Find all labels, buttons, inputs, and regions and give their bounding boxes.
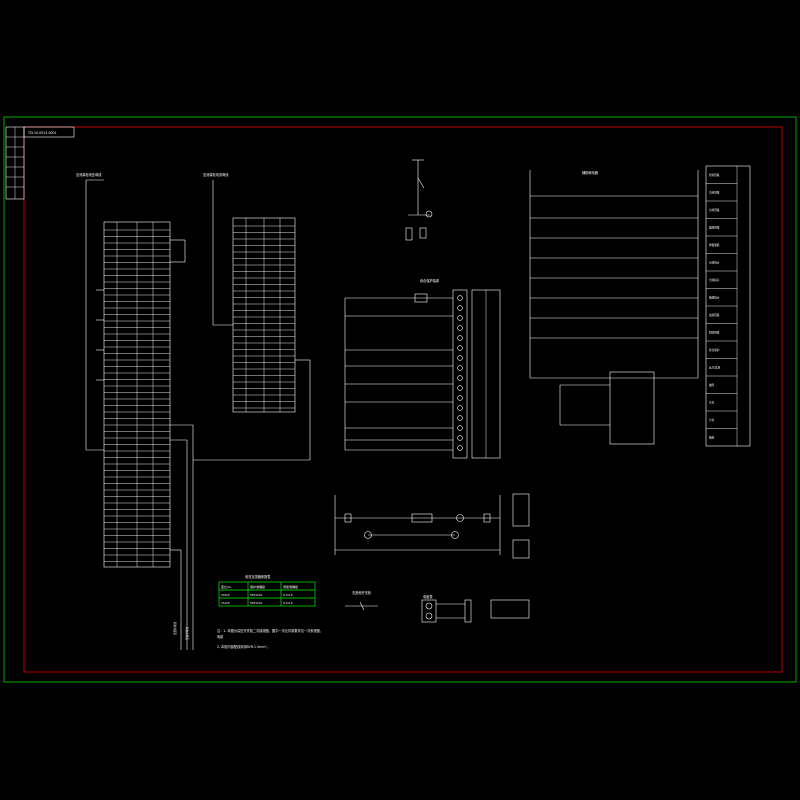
terminal-point [457,365,463,371]
terminal-point [457,385,463,391]
outer-border [3,116,797,683]
note-line2: 2. 本柜内部配线采用BVR-1.5mm²。 [217,644,270,649]
left-panel-rows [104,229,170,562]
left-panel-caption: 至测量柜电压母线 [76,172,102,177]
terminal-point [457,335,463,341]
right-column-label: 加热回路 [709,313,720,317]
terminal-point [457,435,463,441]
svg-text:至信号母线: 至信号母线 [185,627,189,640]
legend-arrow: 去其他开关柜 [345,590,378,611]
svg-text:电流互感器参数表: 电流互感器参数表 [245,574,271,579]
svg-text:电度表: 电度表 [423,594,433,599]
protect-device-label: 综合保护装置 [420,278,439,283]
right-column-label: 合闸回路 [709,190,720,194]
ct-table: 电流互感器参数表 变比(A) 保护准确级 测量准确级 200/5 5P10/10… [218,574,316,607]
meter-symbol: 电度表 [421,594,530,623]
svg-text:变比(A): 变比(A) [221,584,231,589]
svg-text:150/5: 150/5 [221,601,230,605]
terminal-point [457,445,463,451]
left-terminal-panel: 至测量柜电压母线 至控制母线 至信号母线 [76,172,194,650]
note-line1: 注：1. 本图为高压开关柜二次接线图，图中一次元件参数详见一次系统图， [217,628,323,633]
right-column-label: 综合保护 [709,348,720,352]
mid-panel-caption: 至测量柜电流母线 [203,172,229,177]
right-column-label: 故障 [709,383,715,387]
right-column-label: 照明回路 [709,330,720,334]
svg-text:5P10/10: 5P10/10 [250,601,262,605]
mid-panel-rows [233,225,295,409]
right-column-label: 弹簧储能 [709,243,720,247]
control-circuit-middle: 综合保护装置 [344,278,501,459]
terminal-point [457,415,463,421]
lower-circuit [334,493,530,559]
right-column-label: 分位 [709,418,715,422]
svg-text:保护准确级: 保护准确级 [250,584,265,589]
terminal-point [457,315,463,321]
terminal-point [457,425,463,431]
right-column-label: 远方/就地 [709,365,721,369]
note-line1b: 电缆 [217,634,224,639]
svg-text:测量准确级: 测量准确级 [283,584,298,589]
svg-text:0.5/10: 0.5/10 [283,601,293,605]
svg-text:5P10/10: 5P10/10 [250,593,262,597]
right-column-label: 控制回路 [709,173,720,177]
terminal-point [457,395,463,401]
svg-text:200/5: 200/5 [221,593,230,597]
right-column-label: 储能 [709,435,715,439]
right-column-label: 合闸指示 [709,278,720,282]
terminal-point [457,405,463,411]
right-column-label: 储能回路 [709,225,720,229]
right-column-label: 储能指示 [709,295,720,299]
title-block-text: TLY-10-0013-0001 [27,131,57,135]
right-column-label: 合位 [709,400,715,404]
inner-border [23,126,783,673]
right-column-label: 分闸回路 [709,208,720,212]
terminal-point [457,295,463,301]
terminal-point [457,355,463,361]
terminal-point [457,375,463,381]
aux-relay-label: 辅助继电器 [582,170,599,175]
svg-text:0.5/10: 0.5/10 [283,593,293,597]
terminal-point [457,305,463,311]
title-block: TLY-10-0013-0001 [5,126,75,200]
right-column-label: 分闸指示 [709,260,720,264]
control-circuit-right: 辅助继电器 控制回路合闸回路分闸回路储能回路弹簧储能分闸指示合闸指示储能指示加热… [529,165,751,447]
svg-text:至控制母线: 至控制母线 [173,622,177,635]
terminal-point [457,325,463,331]
switch-symbol-top [405,159,433,241]
mid-terminal-panel: 至测量柜电流母线 [193,172,311,461]
terminal-point [457,345,463,351]
svg-text:去其他开关柜: 去其他开关柜 [352,590,372,595]
notes: 注：1. 本图为高压开关柜二次接线图，图中一次元件参数详见一次系统图， 电缆 2… [217,628,323,649]
